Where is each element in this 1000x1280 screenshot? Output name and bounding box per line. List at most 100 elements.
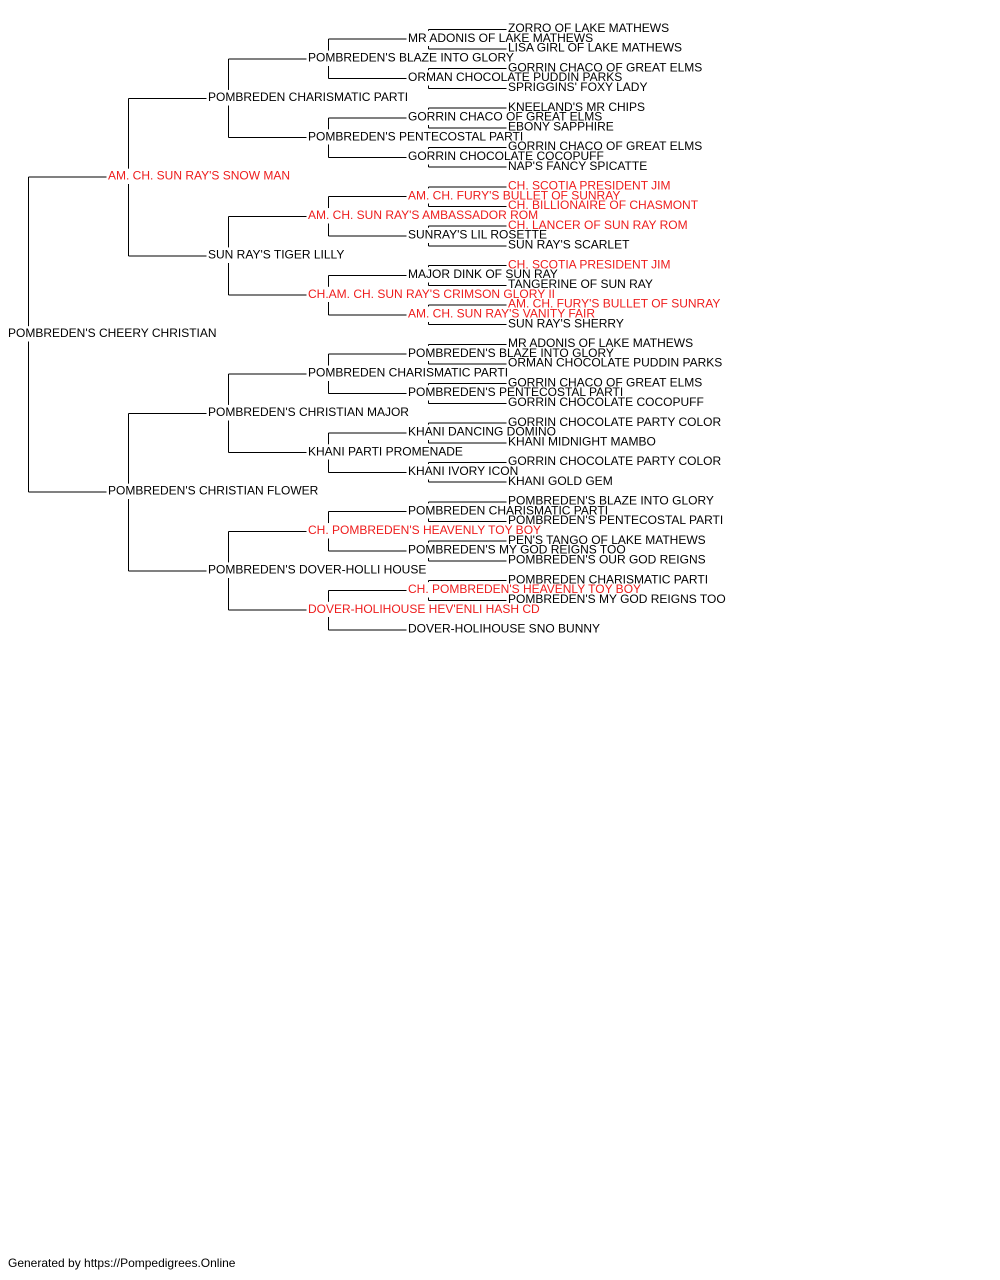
name-background [407,30,595,45]
pedigree-dog-name: GORRIN CHOCOLATE COCOPUFF [508,395,704,409]
pedigree-dog-name: POMBREDEN'S DOVER-HOLLI HOUSE [208,562,426,576]
name-background [407,385,625,400]
pedigree-dog-name: GORRIN CHOCOLATE PARTY COLOR [508,415,721,429]
pedigree-dog-name: POMBREDEN'S OUR GOD REIGNS [508,553,706,567]
name-background [407,70,624,85]
pedigree-dog-name: AM. CH. FURY'S BULLET OF SUNRAY [508,297,720,311]
pedigree-dog-name: MR ADONIS OF LAKE MATHEWS [408,31,593,45]
pedigree-dog-name: POMBREDEN'S PENTECOSTAL PARTI [508,513,723,527]
pedigree-dog-name: TANGERINE OF SUN RAY [508,277,653,291]
pedigree-dog-name: GORRIN CHOCOLATE PARTY COLOR [508,454,721,468]
name-background [407,227,548,242]
pedigree-dog-name: GORRIN CHACO OF GREAT ELMS [508,60,702,74]
pedigree-dog-name: POMBREDEN'S PENTECOSTAL PARTI [308,129,523,143]
pedigree-dog-name: AM. CH. SUN RAY'S SNOW MAN [108,169,290,183]
pedigree-dog-name: SUN RAY'S TIGER LILLY [208,247,344,261]
pedigree-dog-name: KHANI IVORY ICON [408,464,518,478]
pedigree-dog-name: KHANI GOLD GEM [508,474,613,488]
name-background [207,562,428,577]
pedigree-dog-name: POMBREDEN'S PENTECOSTAL PARTI [408,385,623,399]
pedigree-dog-name: CH. SCOTIA PRESIDENT JIM [508,179,670,193]
name-background [307,523,543,538]
name-background [407,267,559,282]
pedigree-dog-name: MAJOR DINK OF SUN RAY [408,267,558,281]
pedigree-dog-name: AM. CH. FURY'S BULLET OF SUNRAY [408,188,620,202]
name-background [307,286,556,301]
pedigree-dog-name: CH. POMBREDEN'S HEAVENLY TOY BOY [308,523,541,537]
pedigree-dog-name: ORMAN CHOCOLATE PUDDIN PARKS [508,356,722,370]
pedigree-dog-name: POMBREDEN'S BLAZE INTO GLORY [508,494,714,508]
pedigree-dog-name: POMBREDEN CHARISMATIC PARTI [508,572,708,586]
pedigree-dog-name: NAP'S FANCY SPICATTE [508,159,647,173]
pedigree-dog-name: KNEELAND'S MR CHIPS [508,100,645,114]
pedigree-dog-name: POMBREDEN'S BLAZE INTO GLORY [308,51,514,65]
pedigree-dog-name: POMBREDEN'S MY GOD REIGNS TOO [408,543,626,557]
pedigree-names: POMBREDEN'S CHEERY CHRISTIAN AM. CH. SUN … [7,21,727,636]
pedigree-dog-name: GORRIN CHACO OF GREAT ELMS [508,375,702,389]
name-background [407,621,602,636]
name-background [407,188,622,203]
name-background [307,444,464,459]
name-background [507,473,614,488]
name-background [507,217,689,232]
pedigree-dog-name: POMBREDEN'S BLAZE INTO GLORY [408,346,614,360]
name-background [407,582,643,597]
pedigree-dog-name: CH. SCOTIA PRESIDENT JIM [508,257,670,271]
name-background [507,454,723,469]
pedigree-dog-name: ZORRO OF LAKE MATHEWS [508,21,669,35]
pedigree-dog-name: AM. CH. SUN RAY'S VANITY FAIR [408,306,595,320]
name-background [407,148,605,163]
name-background [107,483,320,498]
name-background [407,503,610,518]
pedigree-dog-name: MR ADONIS OF LAKE MATHEWS [508,336,693,350]
name-background [407,109,604,124]
name-background [407,463,520,478]
name-background [307,601,542,616]
name-background [407,542,627,557]
pedigree-dog-name: SUN RAY'S SCARLET [508,238,630,252]
name-background [207,404,411,419]
pedigree-dog-name: POMBREDEN'S CHRISTIAN FLOWER [108,484,319,498]
pedigree-dog-name: EBONY SAPPHIRE [508,119,614,133]
generated-by-footer: Generated by https://Pompedigrees.Online [8,1256,236,1270]
pedigree-dog-name: GORRIN CHACO OF GREAT ELMS [408,110,602,124]
name-background [207,89,410,104]
pedigree-dog-name: POMBREDEN'S CHRISTIAN MAJOR [208,405,409,419]
pedigree-dog-name: KHANI PARTI PROMENADE [308,444,463,458]
name-background [507,414,723,429]
name-background [7,326,218,341]
pedigree-dog-name: KHANI MIDNIGHT MAMBO [508,434,656,448]
pedigree-dog-name: AM. CH. SUN RAY'S AMBASSADOR ROM [308,208,538,222]
pedigree-dog-name: POMBREDEN'S MY GOD REIGNS TOO [508,592,726,606]
pedigree-dog-name: GORRIN CHACO OF GREAT ELMS [508,139,702,153]
pedigree-dog-name: CH. LANCER OF SUN RAY ROM [508,218,688,232]
pedigree-dog-name: LISA GIRL OF LAKE MATHEWS [508,41,682,55]
pedigree-dog-name: PEN'S TANGO OF LAKE MATHEWS [508,533,706,547]
pedigree-dog-name: CH. POMBREDEN'S HEAVENLY TOY BOY [408,582,641,596]
pedigree-dog-name: POMBREDEN'S CHEERY CHRISTIAN [8,326,217,340]
pedigree-dog-name: CH. BILLIONAIRE OF CHASMONT [508,198,699,212]
name-background [407,306,597,321]
pedigree-dog-name: POMBREDEN CHARISMATIC PARTI [408,503,608,517]
name-background [307,129,525,144]
name-background [307,208,540,223]
pedigree-connectors [28,28,507,631]
pedigree-dog-name: KHANI DANCING DOMINO [408,425,556,439]
name-background [307,365,510,380]
pedigree-dog-name: POMBREDEN CHARISMATIC PARTI [308,366,508,380]
pedigree-dog-name: CH.AM. CH. SUN RAY'S CRIMSON GLORY II [308,287,555,301]
pedigree-dog-name: DOVER-HOLIHOUSE HEV'ENLI HASH CD [308,602,540,616]
pedigree-dog-name: SUN RAY'S SHERRY [508,316,624,330]
name-background [407,345,615,360]
pedigree-dog-name: GORRIN CHOCOLATE COCOPUFF [408,149,604,163]
pedigree-dog-name: ORMAN CHOCOLATE PUDDIN PARKS [408,70,622,84]
name-background [207,247,346,262]
name-background [307,50,515,65]
name-background [407,424,558,439]
name-background [107,168,292,183]
pedigree-dog-name: SPRIGGINS' FOXY LADY [508,80,647,94]
pedigree-dog-name: DOVER-HOLIHOUSE SNO BUNNY [408,621,600,635]
pedigree-dog-name: SUNRAY'S LIL ROSETTE [408,228,547,242]
pedigree-dog-name: POMBREDEN CHARISMATIC PARTI [208,90,408,104]
